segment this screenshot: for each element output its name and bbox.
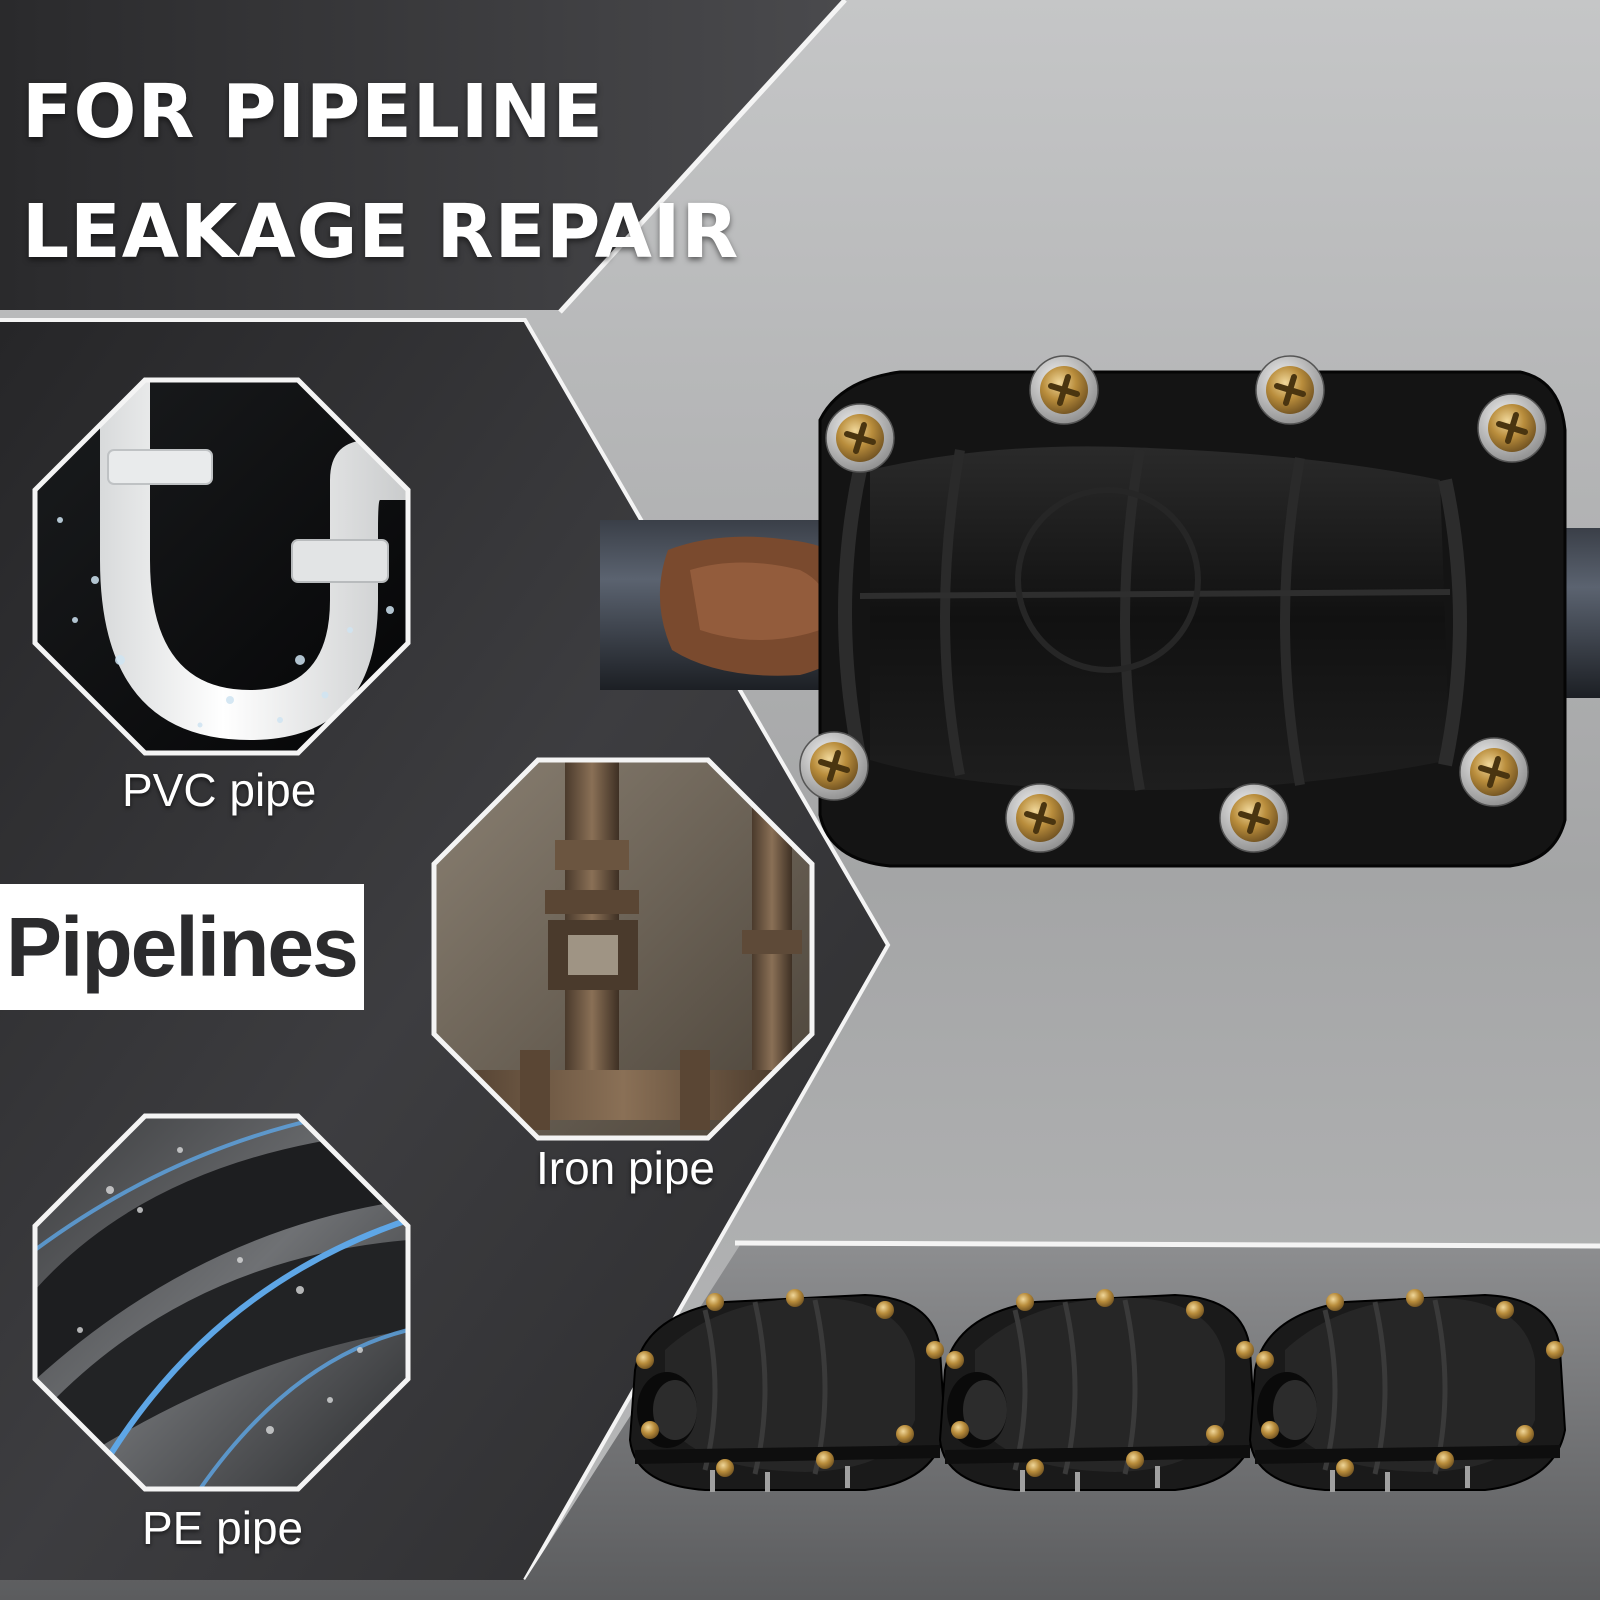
iron-pipe-photo — [431, 757, 815, 1141]
headline-line-1: FOR PIPELINE — [22, 69, 604, 155]
iron-pipe-label: Iron pipe — [536, 1142, 716, 1194]
product-clamps-row — [630, 1289, 1565, 1492]
pe-pipe-label: PE pipe — [142, 1502, 304, 1554]
bottom-strip-divider — [734, 1240, 1600, 1249]
main-product-photo — [600, 356, 1600, 868]
pvc-pipe-label: PVC pipe — [122, 764, 317, 816]
product-clamp-3 — [1250, 1289, 1565, 1492]
pvc-pipe-photo — [32, 377, 411, 756]
headline-line-2: LEAKAGE REPAIR — [22, 189, 740, 275]
headline: FOR PIPELINE LEAKAGE REPAIR — [22, 52, 739, 292]
product-clamp-2 — [940, 1289, 1255, 1492]
top-dark-panel — [0, 0, 845, 310]
pipelines-badge-text: Pipelines — [6, 900, 359, 994]
pe-pipe-photo — [32, 1113, 411, 1492]
diagonal-stripe — [558, 0, 847, 314]
pipelines-badge: Pipelines — [0, 884, 364, 1010]
product-clamp-1 — [630, 1289, 945, 1492]
